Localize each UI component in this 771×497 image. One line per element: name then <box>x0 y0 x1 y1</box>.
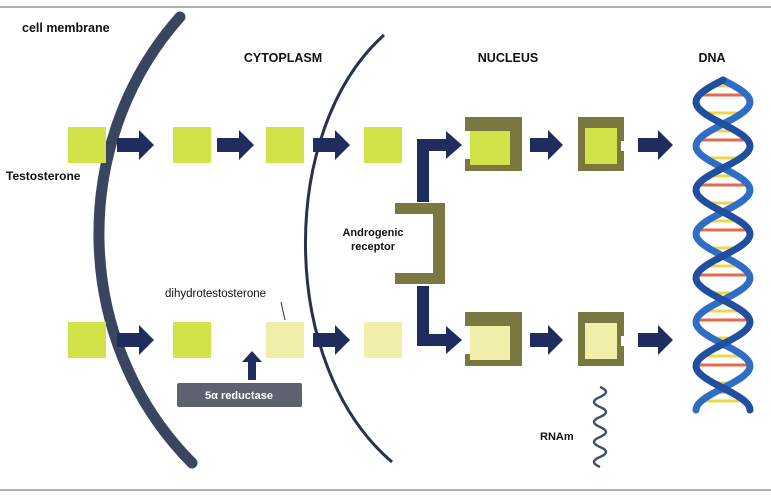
dna-strand <box>692 76 754 414</box>
receptor-binding-arrow-top <box>417 131 462 202</box>
testosterone-molecule <box>364 127 402 163</box>
bound-hormone <box>585 128 617 164</box>
receptor-label-line2: receptor <box>351 241 396 253</box>
flow-arrow <box>638 325 673 355</box>
flow-arrow <box>117 130 154 160</box>
cell-membrane-header: cell membrane <box>22 21 110 35</box>
androgenic-receptor <box>395 203 445 284</box>
flow-arrow <box>117 325 154 355</box>
bound-hormone <box>470 326 510 360</box>
flow-arrow <box>530 325 563 355</box>
testosterone-molecule <box>173 127 211 163</box>
dihydrotestosterone-molecule <box>364 322 402 358</box>
flow-arrow <box>638 130 673 160</box>
nuclear-membrane-curve <box>304 33 393 464</box>
nucleus-header: NUCLEUS <box>478 51 538 65</box>
flow-arrow <box>530 130 563 160</box>
testosterone-molecule <box>68 127 106 163</box>
rna-strand <box>592 385 608 469</box>
dna-strand <box>692 76 754 414</box>
testosterone-label: Testosterone <box>6 169 81 183</box>
enzyme-label: 5α reductase <box>205 390 273 402</box>
testosterone-molecule <box>266 127 304 163</box>
bound-hormone <box>470 131 510 165</box>
testosterone-molecule <box>173 322 211 358</box>
rnam-label: RNAm <box>540 431 574 443</box>
dna-double-helix <box>692 76 754 414</box>
enzyme-box <box>177 383 302 407</box>
flow-arrow <box>217 130 254 160</box>
receptor-label-line1: Androgenic <box>342 227 403 239</box>
flow-arrow <box>313 325 350 355</box>
receptor-binding-arrow-bottom <box>417 286 462 354</box>
cell-membrane-curve <box>93 11 198 469</box>
dht-pointer-line <box>280 301 286 321</box>
dihydrotestosterone-molecule <box>266 322 304 358</box>
cytoplasm-header: CYTOPLASM <box>244 51 322 65</box>
testosterone-molecule <box>68 322 106 358</box>
flow-arrow <box>313 130 350 160</box>
dna-header: DNA <box>698 51 725 65</box>
enzyme-arrow <box>242 351 262 380</box>
bound-hormone <box>585 323 617 359</box>
dihydrotestosterone-label: dihydrotestosterone <box>165 288 266 300</box>
